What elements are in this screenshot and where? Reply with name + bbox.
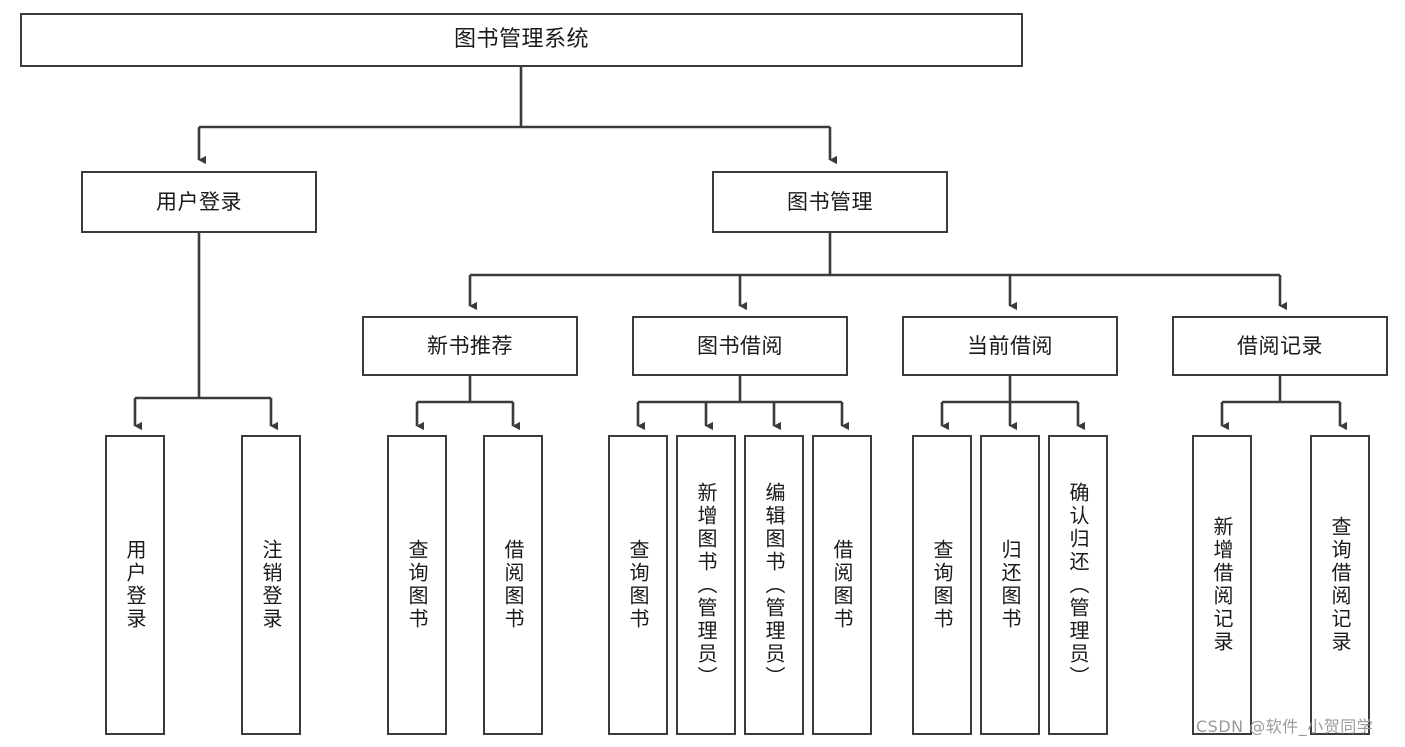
node-label: 借阅记录 [1237, 333, 1323, 358]
node-label: 用户登录 [156, 189, 242, 214]
leaf-query-book-recommend[interactable]: 查询图书 [387, 435, 447, 735]
node-borrow-record[interactable]: 借阅记录 [1172, 316, 1388, 376]
leaf-user-login[interactable]: 用户登录 [105, 435, 165, 735]
leaf-query-book-borrow[interactable]: 查询图书 [608, 435, 668, 735]
node-user-login[interactable]: 用户登录 [81, 171, 317, 233]
leaf-query-borrow-record[interactable]: 查询借阅记录 [1310, 435, 1370, 735]
node-label: 新增图书（管理员） [694, 481, 718, 689]
leaf-user-logout[interactable]: 注销登录 [241, 435, 301, 735]
leaf-borrow-book-recommend[interactable]: 借阅图书 [483, 435, 543, 735]
node-label: 用户登录 [123, 539, 147, 631]
node-label: 归还图书 [998, 539, 1022, 631]
node-label: 查询图书 [626, 539, 650, 631]
node-label: 图书管理 [787, 189, 873, 214]
csdn-watermark: CSDN @软件_小贺同学 [1196, 717, 1374, 736]
node-book-management[interactable]: 图书管理 [712, 171, 948, 233]
node-label: 查询图书 [405, 539, 429, 631]
leaf-query-book-current[interactable]: 查询图书 [912, 435, 972, 735]
node-label: 新书推荐 [427, 333, 513, 358]
node-label: 借阅图书 [501, 539, 525, 631]
leaf-return-book[interactable]: 归还图书 [980, 435, 1040, 735]
node-label: 借阅图书 [830, 539, 854, 631]
node-label: 查询借阅记录 [1328, 516, 1352, 654]
node-label: 图书管理系统 [453, 27, 589, 53]
leaf-edit-book-admin[interactable]: 编辑图书（管理员） [744, 435, 804, 735]
node-root-system[interactable]: 图书管理系统 [20, 13, 1023, 67]
node-label: 当前借阅 [967, 333, 1053, 358]
leaf-borrow-book[interactable]: 借阅图书 [812, 435, 872, 735]
leaf-add-borrow-record[interactable]: 新增借阅记录 [1192, 435, 1252, 735]
node-new-book-recommend[interactable]: 新书推荐 [362, 316, 578, 376]
node-label: 查询图书 [930, 539, 954, 631]
node-label: 图书借阅 [697, 333, 783, 358]
node-current-borrow[interactable]: 当前借阅 [902, 316, 1118, 376]
node-label: 新增借阅记录 [1210, 516, 1234, 654]
leaf-add-book-admin[interactable]: 新增图书（管理员） [676, 435, 736, 735]
node-book-borrow[interactable]: 图书借阅 [632, 316, 848, 376]
leaf-confirm-return-admin[interactable]: 确认归还（管理员） [1048, 435, 1108, 735]
node-label: 注销登录 [259, 539, 283, 631]
node-label: 编辑图书（管理员） [762, 481, 786, 689]
node-label: 确认归还（管理员） [1066, 481, 1090, 689]
